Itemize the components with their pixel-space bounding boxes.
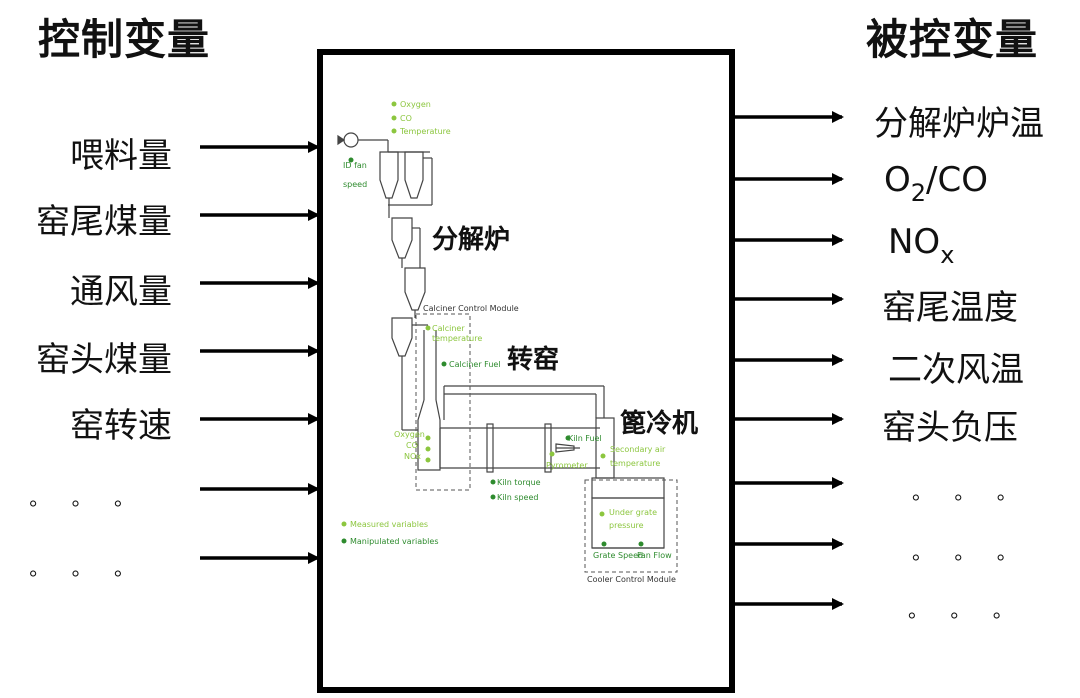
- calciner-fuel-label: Calciner Fuel: [449, 360, 501, 369]
- calciner-module-label: Calciner Control Module: [423, 304, 519, 313]
- cyclone-icon: [404, 267, 426, 311]
- oxygen2-label: Oxygen: [394, 430, 425, 439]
- calciner-label: 分解炉: [432, 225, 510, 255]
- input-label-air-flow: 通风量: [70, 272, 172, 312]
- temperature-label: Temperature: [399, 127, 451, 136]
- output-label-o2-co: O2/CO: [884, 160, 989, 207]
- output-label-ellipsis-3: 。 。 。: [908, 598, 1021, 622]
- output-arrows: [735, 111, 844, 610]
- cooler-module-label: Cooler Control Module: [587, 575, 676, 584]
- co-label: CO: [400, 114, 412, 123]
- process-box: [317, 49, 735, 693]
- input-label-ellipsis-1: 。 。 。: [29, 486, 142, 510]
- id-fan-label-1: ID fan: [343, 161, 367, 170]
- measured-variable-markers: [341, 101, 606, 527]
- under-grate-label-2: pressure: [609, 521, 644, 530]
- cyclone-icon: [391, 217, 413, 259]
- plant-schematic: [337, 132, 665, 549]
- controlled-variables-heading: 被控变量: [866, 15, 1039, 64]
- input-label-feed-rate: 喂料量: [70, 136, 172, 176]
- legend-measured-label: Measured variables: [350, 520, 428, 529]
- legend-manipulated-label: Manipulated variables: [350, 537, 439, 546]
- pyrometer-label: Pyrometer: [546, 461, 588, 470]
- output-label-secondary-air-temp: 二次风温: [888, 350, 1024, 390]
- id-fan-icon: [343, 132, 359, 148]
- output-label-nox: NOx: [888, 222, 955, 269]
- manipulated-variable-markers: [341, 157, 644, 547]
- output-label-ellipsis-1: 。 。 。: [912, 480, 1025, 504]
- cooler-label: 篦冷机: [620, 408, 698, 439]
- co2-label: CO: [406, 441, 418, 450]
- input-label-ellipsis-2: 。 。 。: [29, 556, 142, 580]
- control-variables-heading: 控制变量: [38, 15, 211, 64]
- input-label-kiln-tail-coal: 窑尾煤量: [36, 202, 172, 242]
- output-label-kiln-head-pressure: 窑头负压: [882, 408, 1018, 448]
- kiln-label: 转窑: [507, 344, 559, 375]
- calciner-control-module: [415, 313, 471, 491]
- input-label-kiln-head-coal: 窑头煤量: [36, 340, 172, 380]
- secondary-air-label-1: Secondary air: [610, 445, 666, 454]
- output-label-ellipsis-2: 。 。 。: [912, 540, 1025, 564]
- cyclone-icon: [391, 317, 413, 357]
- calciner-temp-label-1: Calciner: [432, 324, 465, 333]
- calciner-temp-label-2: temperature: [432, 334, 482, 343]
- kiln-speed-label: Kiln speed: [497, 493, 538, 502]
- grate-speed-label: Grate Speed: [593, 551, 643, 560]
- oxygen-label: Oxygen: [400, 100, 431, 109]
- output-label-calciner-temp: 分解炉炉温: [874, 104, 1044, 144]
- kiln-torque-label: Kiln torque: [497, 478, 541, 487]
- cyclone-icon: [404, 151, 424, 199]
- id-fan-label-2: speed: [343, 180, 367, 189]
- output-label-kiln-tail-temp: 窑尾温度: [882, 288, 1018, 328]
- input-label-kiln-speed: 窑转速: [70, 406, 172, 446]
- fan-flow-label: Fan Flow: [637, 551, 672, 560]
- cyclone-icon: [379, 151, 399, 199]
- under-grate-label-1: Under grate: [609, 508, 657, 517]
- secondary-air-label-2: temperature: [610, 459, 660, 468]
- kiln-fuel-label: Kiln Fuel: [568, 434, 602, 443]
- input-arrows: [200, 141, 320, 564]
- cooler-control-module: [584, 479, 678, 573]
- nox-label: NOx: [404, 452, 421, 461]
